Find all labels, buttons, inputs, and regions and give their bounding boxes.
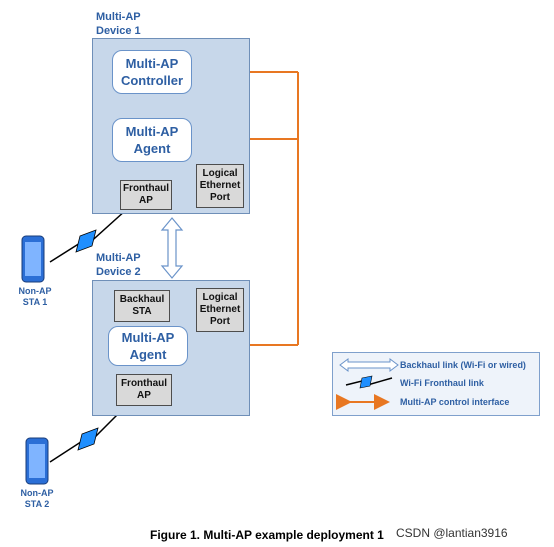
- phone-icon-sta2: [25, 437, 49, 485]
- watermark: CSDN @lantian3916: [396, 526, 508, 540]
- device2-backhaul-sta: Backhaul STA: [114, 290, 170, 322]
- device1-controller: Multi-AP Controller: [112, 50, 192, 94]
- phone-icon-sta1: [21, 235, 45, 283]
- figure-caption: Figure 1. Multi-AP example deployment 1: [150, 528, 384, 542]
- device2-fronthaul-ap: Fronthaul AP: [116, 374, 172, 406]
- legend-backhaul-label: Backhaul link (Wi-Fi or wired): [400, 360, 526, 370]
- device1-fronthaul-ap: Fronthaul AP: [120, 180, 172, 210]
- device1-agent: Multi-AP Agent: [112, 118, 192, 162]
- device1-logical-port: Logical Ethernet Port: [196, 164, 244, 208]
- sta1-label: Non-AP STA 1: [18, 286, 52, 307]
- device2-label: Multi-AP Device 2: [96, 252, 141, 278]
- device1-label: Multi-AP Device 1: [96, 11, 141, 37]
- legend-backhaul-symbol: [339, 358, 399, 372]
- sta2-label: Non-AP STA 2: [20, 488, 54, 509]
- backhaul-link-arrow: [160, 217, 184, 279]
- device2-agent: Multi-AP Agent: [108, 326, 188, 366]
- legend-control-label: Multi-AP control interface: [400, 397, 510, 407]
- device2-logical-port: Logical Ethernet Port: [196, 288, 244, 332]
- legend-fronthaul-label: Wi-Fi Fronthaul link: [400, 378, 484, 388]
